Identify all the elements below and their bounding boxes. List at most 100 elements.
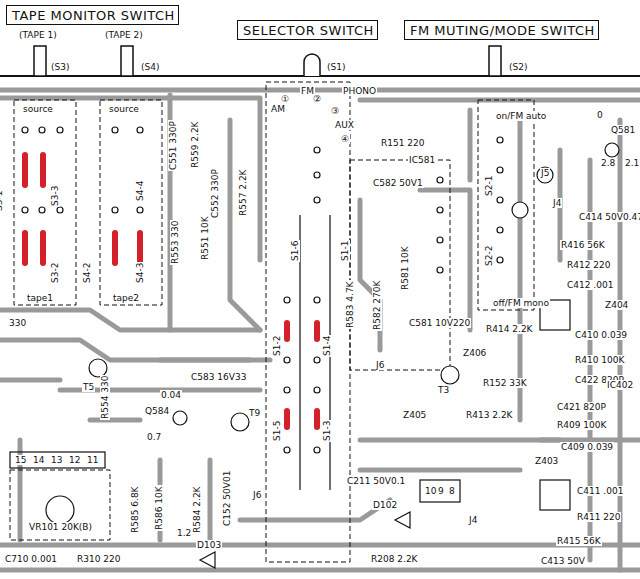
header-box: SELECTOR SWITCH (237, 20, 378, 40)
part-label: R412 220 (566, 260, 611, 270)
part-label: C582 50V1 (372, 178, 424, 188)
part-label: C551 330P (168, 120, 178, 171)
part-label: 0 (596, 110, 604, 120)
part-label: R581 10K (400, 245, 410, 291)
part-label: S1-3 (322, 420, 332, 442)
part-label: J6 (252, 490, 262, 500)
part-label: R208 2.2K (370, 554, 419, 564)
part-label: on/FM auto (495, 111, 547, 121)
part-label: R411 220 (576, 512, 621, 522)
part-label: R409 100K (556, 420, 607, 430)
part-label: C410 0.039 (574, 330, 628, 340)
part-label: S1-6 (290, 240, 300, 262)
part-label: R416 56K (560, 240, 606, 250)
part-label: 12 (68, 455, 81, 465)
part-label: D102 (372, 500, 398, 510)
part-label: D103 (196, 540, 222, 550)
part-label: C710 0.001 (4, 554, 58, 564)
part-label: (S3) (50, 62, 70, 72)
part-label: J4 (552, 198, 562, 208)
part-label: 2.1 (624, 158, 640, 168)
header-box: FM MUTING/MODE SWITCH (404, 20, 599, 40)
part-label: IC402 (606, 380, 634, 390)
part-label: R557 2.2K (238, 168, 248, 217)
part-label: S2-1 (484, 175, 494, 197)
part-label: PHONO (342, 86, 377, 96)
part-label: 1.2 (176, 528, 192, 538)
part-label: Q581 (610, 125, 636, 135)
part-label: IC581 (408, 155, 436, 165)
part-label: 10 (424, 486, 437, 496)
part-label: R413 2.2K (465, 410, 514, 420)
part-label: source (22, 104, 54, 114)
part-label: source (108, 104, 140, 114)
part-label: T3 (437, 385, 450, 395)
part-label: tape1 (26, 293, 54, 303)
part-label: (S2) (508, 62, 528, 72)
part-label: J4 (468, 515, 478, 525)
part-label: (S1) (326, 62, 346, 72)
part-label: S4-2 (82, 262, 92, 284)
part-label: J5 (540, 168, 550, 178)
part-label: tape2 (112, 293, 140, 303)
part-label: ① (280, 94, 290, 104)
part-label: S1-2 (272, 335, 282, 357)
part-label: ② (312, 94, 322, 104)
part-label: Z406 (462, 348, 487, 358)
part-label: R582 270K (372, 280, 382, 331)
part-label: VR101 20K(B) (28, 522, 93, 532)
part-label: C581 10V220 (408, 318, 471, 328)
part-label: C211 50V0.1 (346, 476, 406, 486)
part-label: R551 10K (200, 215, 210, 261)
part-label: R152 33K (482, 378, 528, 388)
part-label: S3-3 (50, 185, 60, 207)
part-label: R553 330 (170, 220, 180, 265)
header-box: TAPE MONITOR SWITCH (6, 5, 179, 25)
part-label: 0.04 (160, 390, 182, 400)
part-label: R585 6.8K (130, 485, 140, 534)
part-label: S3-1 (0, 190, 4, 212)
part-label: R586 10K (154, 485, 164, 531)
part-label: off/FM mono (492, 298, 550, 308)
part-label: 15 (14, 455, 27, 465)
part-label: S1-5 (272, 420, 282, 442)
part-label: C412 .001 (566, 280, 614, 290)
part-label: Z405 (402, 410, 427, 420)
part-label: R415 56K (556, 536, 602, 546)
part-label: S3-2 (50, 262, 60, 284)
part-label: R554 330 (100, 375, 110, 420)
part-label: R559 2.2K (190, 120, 200, 169)
part-label: 9 (437, 486, 445, 496)
header-text: SELECTOR SWITCH (243, 23, 372, 38)
part-label: C413 50V (540, 556, 586, 566)
part-label: C411 .001 (576, 486, 624, 496)
part-label: J6 (375, 360, 385, 370)
part-label: S4-3 (135, 262, 145, 284)
part-label: C552 330P (210, 168, 220, 219)
part-label: S1-4 (322, 335, 332, 357)
part-label: R414 2.2K (485, 324, 534, 334)
part-label: 14 (32, 455, 45, 465)
part-label: (S4) (140, 62, 160, 72)
part-label: 11 (86, 455, 99, 465)
part-label: R583 4.7K (345, 280, 355, 329)
part-label: AUX (334, 120, 355, 130)
part-label: (TAPE 2) (104, 30, 144, 40)
part-label: C414 50V0.47 (578, 212, 640, 222)
part-label: T5 (82, 382, 95, 392)
part-label: S4-4 (135, 180, 145, 202)
part-label: 330 (8, 318, 27, 328)
part-label: R310 220 (76, 554, 121, 564)
part-label: (TAPE 1) (18, 30, 58, 40)
part-label: C152 50V01 (222, 470, 232, 527)
part-label: Z404 (604, 300, 629, 310)
part-label: R151 220 (380, 138, 425, 148)
part-label: 0.7 (146, 432, 162, 442)
part-label: AM (270, 104, 286, 114)
part-label: S1-1 (340, 240, 350, 262)
header-text: FM MUTING/MODE SWITCH (410, 23, 593, 38)
part-label: R410 100K (574, 355, 625, 365)
part-label: T9 (248, 408, 261, 418)
